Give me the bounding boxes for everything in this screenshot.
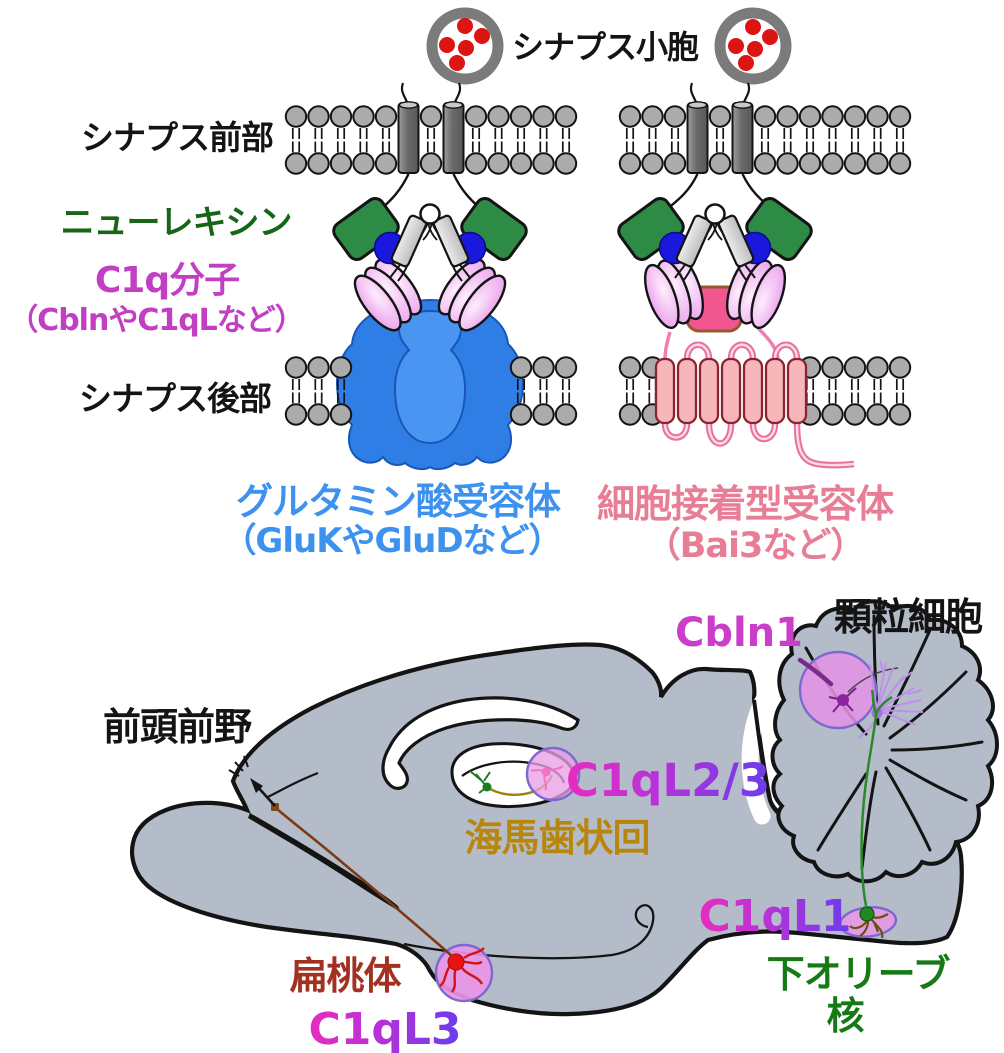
lipid-column (821, 356, 844, 426)
lipid-column (509, 356, 533, 426)
neurexin-label: ニューレキシン (61, 203, 292, 243)
c1q-molecule-label-line1: C1q分子 (95, 260, 239, 301)
postsynaptic-label: シナプス後部 (79, 379, 271, 418)
lipid-column (888, 356, 912, 426)
presynaptic-membrane-left (284, 105, 578, 175)
amygdala-label: 扁桃体 (289, 954, 401, 998)
lipid-column (284, 105, 308, 175)
dentate-target-neuron (530, 765, 564, 791)
synaptic-vesicle-left-icon (426, 7, 504, 85)
lipid-column (641, 105, 664, 175)
glutamate-receptor (335, 298, 525, 471)
c1q-molecule-label-line2: （CblnやC1qLなど） (8, 303, 304, 338)
neurexin-complex-right (613, 193, 817, 283)
cerebellum-circle (798, 650, 878, 730)
fissure-line (248, 813, 401, 912)
lipid-column (419, 105, 443, 175)
lipid-column (329, 356, 353, 426)
granule-cell-label: 顆粒細胞 (834, 595, 983, 639)
lipid-column (487, 105, 510, 175)
lipid-column (307, 356, 330, 426)
lipid-column (554, 356, 578, 426)
c1ql23-label: C1qL2/3 (566, 754, 770, 807)
c1ql1-label: C1qL1 (698, 891, 851, 942)
presynaptic-membrane-right (618, 105, 912, 175)
ventricle-band (381, 696, 580, 790)
neurexin-tm-cylinders (397, 82, 754, 174)
cerebellum-gap (741, 677, 783, 825)
neurexin-complex-left (328, 193, 532, 283)
lipid-column (374, 105, 398, 175)
amygdala-axon (276, 808, 453, 957)
lipid-column (352, 105, 375, 175)
prefrontal-label: 前頭前野 (103, 705, 252, 749)
lipid-column (708, 105, 732, 175)
lipid-column (618, 356, 642, 426)
inferior-olive-label-line2: 核 (826, 994, 864, 1038)
cerebellum-outline (770, 599, 999, 884)
synaptic-vesicle-right-icon (714, 7, 792, 85)
lipid-column (663, 105, 687, 175)
lipid-column (776, 105, 799, 175)
lipid-column (329, 105, 353, 175)
adhesion-receptor-label-line2: （Bai3など） (646, 526, 865, 566)
synapse-panel: シナプス小胞 (8, 7, 912, 566)
glutamate-receptor-label-line2: （GluKやGluDなど） (222, 521, 561, 561)
lipid-column (464, 105, 488, 175)
climbing-fiber (860, 689, 893, 907)
lipid-column (753, 105, 777, 175)
lipid-column (532, 356, 555, 426)
lipid-column (843, 105, 867, 175)
lipid-column (618, 105, 642, 175)
lipid-column (866, 356, 889, 426)
presynaptic-label: シナプス前部 (81, 118, 273, 157)
olive-neuron (849, 906, 889, 939)
glutamate-receptor-label-line1: グルタミン酸受容体 (236, 480, 561, 523)
cbln1-label: Cbln1 (675, 610, 803, 656)
vesicle-label: シナプス小胞 (512, 28, 699, 66)
adhesion-receptor-label-line1: 細胞接着型受容体 (597, 482, 894, 526)
lipid-column (798, 105, 822, 175)
inferior-olive-label-line1: 下オリーブ (767, 952, 951, 996)
c1ql3-label: C1qL3 (308, 1004, 461, 1053)
lipid-column (307, 105, 330, 175)
brain-panel: 前頭前野 Cbln1 顆粒細胞 C1qL2/3 海馬歯状回 C1qL1 下オリー… (103, 595, 999, 1053)
prefrontal-arrow (228, 755, 319, 807)
amygdala-circle (434, 943, 494, 1003)
pons-boundary-line (403, 904, 655, 960)
amygdala-neuron (439, 947, 485, 993)
mossy-fiber (797, 657, 834, 687)
lipid-column (888, 105, 912, 175)
lipid-column (554, 105, 578, 175)
lipid-column (509, 105, 533, 175)
lipid-column (532, 105, 555, 175)
lipid-column (821, 105, 844, 175)
adhesion-gpcr-receptor (654, 326, 855, 469)
lipid-column (843, 356, 867, 426)
granule-neuron (828, 687, 857, 713)
dentate-gyrus-label: 海馬歯状回 (464, 816, 649, 860)
postsynaptic-membrane-left (284, 356, 578, 426)
dentate-highlight-circle (525, 746, 581, 802)
lipid-column (866, 105, 889, 175)
lipid-column (284, 356, 308, 426)
